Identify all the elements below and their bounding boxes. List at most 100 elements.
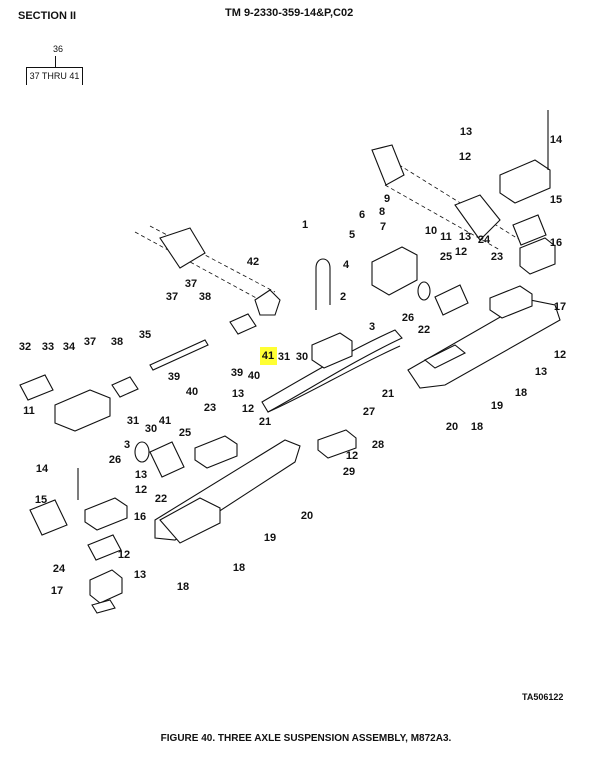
callout-34: 34 bbox=[63, 341, 76, 353]
torque-rod bbox=[149, 339, 209, 371]
front-axle-hub bbox=[371, 144, 501, 241]
callout-18: 18 bbox=[233, 562, 245, 574]
sleeve bbox=[19, 374, 54, 401]
callout-16: 16 bbox=[134, 511, 146, 523]
callout-11: 11 bbox=[440, 231, 452, 243]
callout-26: 26 bbox=[109, 454, 121, 466]
callout-13: 13 bbox=[135, 469, 147, 481]
u-bolt bbox=[315, 258, 331, 310]
callout-39: 39 bbox=[168, 371, 180, 383]
callout-37: 37 bbox=[84, 336, 96, 348]
callout-15: 15 bbox=[550, 194, 562, 206]
callout-33: 33 bbox=[42, 341, 54, 353]
beam-cap-left bbox=[194, 435, 238, 469]
spring-hanger bbox=[54, 389, 111, 432]
callout-13: 13 bbox=[535, 366, 547, 378]
callout-20: 20 bbox=[301, 510, 313, 522]
callout-11: 11 bbox=[23, 405, 35, 417]
axle-seat bbox=[519, 237, 556, 275]
washer-left bbox=[134, 441, 150, 463]
spring-bracket bbox=[371, 246, 418, 296]
tree-children: 37 THRU 41 bbox=[26, 67, 83, 85]
bushing-left bbox=[149, 441, 185, 478]
callout-12: 12 bbox=[346, 450, 358, 462]
callout-14: 14 bbox=[36, 463, 49, 475]
callout-21: 21 bbox=[382, 388, 394, 400]
callout-25: 25 bbox=[440, 251, 452, 263]
callout-5: 5 bbox=[349, 229, 355, 241]
shim bbox=[91, 599, 116, 614]
leaf-spring-leaf bbox=[267, 345, 401, 413]
callout-39: 39 bbox=[231, 367, 243, 379]
callout-1: 1 bbox=[302, 219, 308, 231]
tree-connector bbox=[55, 56, 56, 67]
callout-6: 6 bbox=[359, 209, 365, 221]
beam-cap bbox=[489, 285, 533, 319]
callout-38: 38 bbox=[199, 291, 211, 303]
beam-window bbox=[423, 344, 467, 369]
callout-28: 28 bbox=[372, 439, 384, 451]
section-label: SECTION II bbox=[18, 10, 77, 22]
callout-10: 10 bbox=[425, 225, 437, 237]
axle-hub-left bbox=[29, 499, 68, 536]
callout-17: 17 bbox=[51, 585, 63, 597]
callout-22: 22 bbox=[155, 493, 167, 505]
axle-seat-left bbox=[89, 569, 123, 604]
callout-8: 8 bbox=[379, 206, 385, 218]
callout-7: 7 bbox=[380, 221, 386, 233]
leaf-spring bbox=[261, 329, 403, 413]
callout-41: 41 bbox=[262, 350, 274, 362]
liner bbox=[512, 214, 547, 246]
callout-13: 13 bbox=[459, 231, 471, 243]
callout-20: 20 bbox=[446, 421, 458, 433]
callout-30: 30 bbox=[145, 423, 157, 435]
callout-2: 2 bbox=[340, 291, 346, 303]
drawing-id: TA506122 bbox=[522, 692, 564, 702]
callout-29: 29 bbox=[343, 466, 355, 478]
callout-12: 12 bbox=[242, 403, 254, 415]
callout-16: 16 bbox=[550, 237, 562, 249]
liner-left bbox=[87, 534, 122, 561]
callout-14: 14 bbox=[550, 134, 563, 146]
callout-38: 38 bbox=[111, 336, 123, 348]
callout-40: 40 bbox=[186, 386, 198, 398]
callout-25: 25 bbox=[179, 427, 191, 439]
callout-15: 15 bbox=[35, 494, 47, 506]
callout-23: 23 bbox=[491, 251, 503, 263]
callout-highlight bbox=[260, 347, 277, 365]
axle-hub bbox=[159, 227, 206, 269]
axle-cap-left bbox=[84, 497, 128, 531]
spring-plate bbox=[317, 429, 357, 459]
callout-13: 13 bbox=[232, 388, 244, 400]
tm-number: TM 9-2330-359-14&P,C02 bbox=[225, 7, 354, 19]
callout-9: 9 bbox=[384, 193, 390, 205]
callout-3: 3 bbox=[369, 321, 375, 333]
callout-18: 18 bbox=[177, 581, 189, 593]
callout-35: 35 bbox=[139, 329, 151, 341]
tree-parent: 36 bbox=[53, 44, 64, 54]
line-art bbox=[19, 110, 561, 614]
figure-caption: FIGURE 40. THREE AXLE SUSPENSION ASSEMBL… bbox=[160, 733, 452, 744]
callout-12: 12 bbox=[118, 549, 130, 561]
callout-37: 37 bbox=[185, 278, 197, 290]
callout-22: 22 bbox=[418, 324, 430, 336]
callout-27: 27 bbox=[363, 406, 375, 418]
callout-13: 13 bbox=[134, 569, 146, 581]
callout-21: 21 bbox=[259, 416, 271, 428]
callout-30: 30 bbox=[296, 351, 308, 363]
callout-18: 18 bbox=[471, 421, 483, 433]
callout-19: 19 bbox=[491, 400, 503, 412]
callout-26: 26 bbox=[402, 312, 414, 324]
callout-41: 41 bbox=[159, 415, 171, 427]
callout-42: 42 bbox=[247, 256, 259, 268]
washer bbox=[417, 281, 431, 301]
callout-18: 18 bbox=[515, 387, 527, 399]
spring-seat bbox=[311, 332, 353, 369]
callout-3: 3 bbox=[124, 439, 130, 451]
callout-12: 12 bbox=[455, 246, 467, 258]
callout-17: 17 bbox=[554, 301, 566, 313]
torque-rod-bracket bbox=[254, 289, 281, 316]
beam-end bbox=[159, 497, 221, 544]
